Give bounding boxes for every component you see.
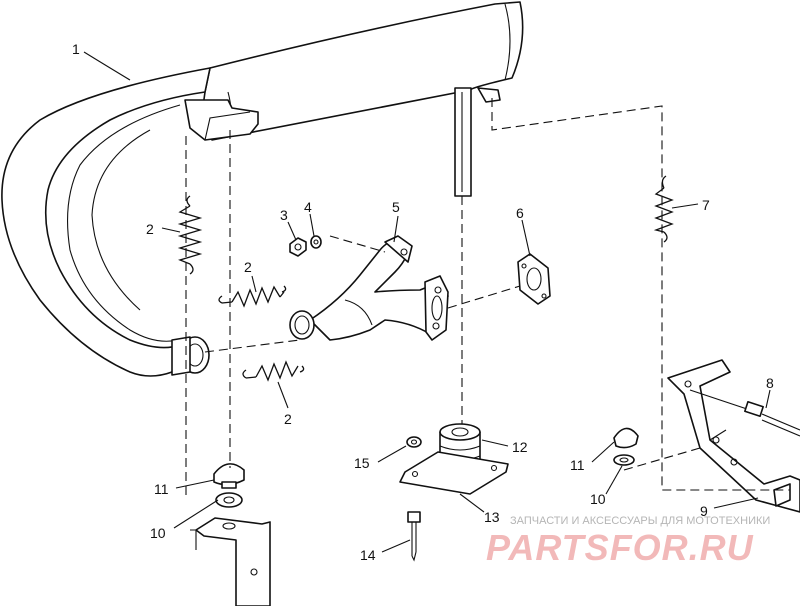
- callout-11-left: 11: [154, 481, 169, 497]
- spring-lower: [242, 360, 305, 382]
- callout-14: 14: [360, 547, 376, 563]
- callout-1: 1: [72, 41, 80, 57]
- nut: [289, 237, 307, 257]
- bracket-right: [667, 359, 800, 513]
- spring-middle: [218, 285, 287, 308]
- callout-15: 15: [354, 455, 370, 471]
- leader-lines: [83, 51, 771, 553]
- callout-6: 6: [516, 205, 524, 221]
- grommet-right: [613, 427, 639, 449]
- callout-4: 4: [304, 199, 312, 215]
- spring-upper-left: [177, 195, 203, 275]
- lock-washer: [310, 235, 322, 249]
- washer-15: [406, 436, 422, 448]
- callout-2-upper: 2: [146, 221, 154, 237]
- callout-7: 7: [702, 197, 710, 213]
- watermark-subtitle: ЗАПЧАСТИ И АКСЕССУАРЫ ДЛЯ МОТОТЕХНИКИ: [510, 515, 770, 527]
- spring-right: [653, 175, 674, 243]
- callout-8: 8: [766, 375, 774, 391]
- callout-5: 5: [392, 199, 400, 215]
- assembly-lines: [185, 98, 790, 500]
- watermark-logo: PARTSFOR.RU: [486, 527, 754, 568]
- callout-labels: 1 2 2 2 3 4 5 6 7 8 9 10 10 11 11 12 13 …: [72, 41, 774, 563]
- callout-11-right: 11: [570, 457, 585, 473]
- grommet-left: [213, 463, 245, 489]
- exhaust-manifold: [289, 235, 449, 341]
- callout-10-left: 10: [150, 525, 166, 541]
- mount-plate: [399, 451, 509, 495]
- callout-3: 3: [280, 207, 288, 223]
- cable-8: [689, 389, 800, 437]
- callout-10-right: 10: [590, 491, 606, 507]
- callout-9: 9: [700, 503, 708, 519]
- screw: [407, 511, 421, 562]
- callout-13: 13: [484, 509, 500, 525]
- callout-2-lower: 2: [284, 411, 292, 427]
- washer-left: [215, 492, 243, 508]
- bracket-left: [190, 517, 271, 606]
- gasket: [517, 253, 551, 305]
- callout-2-middle: 2: [244, 259, 252, 275]
- washer-right: [613, 454, 635, 466]
- callout-12: 12: [512, 439, 528, 455]
- watermark: ЗАПЧАСТИ И АКСЕССУАРЫ ДЛЯ МОТОТЕХНИКИ PA…: [486, 515, 770, 568]
